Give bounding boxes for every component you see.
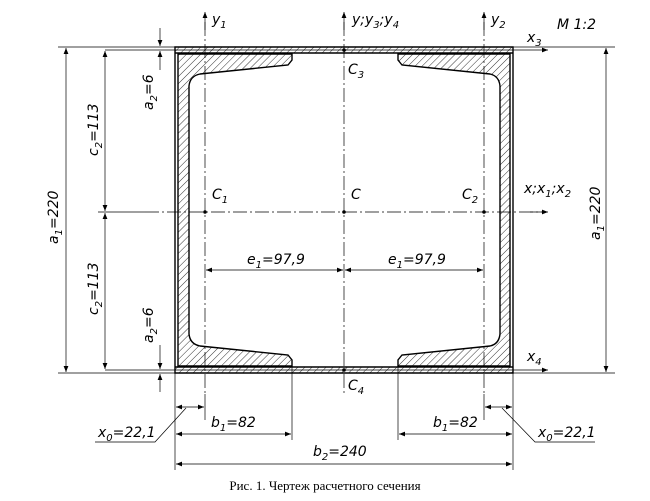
channel-left: [177, 53, 293, 367]
label-y-center: y;y3;y4: [351, 12, 399, 31]
dim-b1-left-label: b1=82: [211, 415, 256, 434]
leader-x0-right: [501, 407, 595, 443]
label-c: C: [351, 187, 361, 203]
label-y1: y1: [211, 12, 227, 31]
channel-right: [397, 53, 511, 367]
label-y2: y2: [490, 12, 506, 31]
dim-a1-left-label: a1=220: [46, 190, 65, 244]
dim-a2-bottom-label: a2=6: [141, 307, 160, 343]
label-x3: x3: [526, 30, 542, 49]
dim-a1-right-label: a1=220: [588, 186, 607, 240]
point-c2: [482, 210, 486, 214]
leader-x0-left: [95, 407, 187, 443]
label-c3: C3: [348, 62, 364, 81]
label-c1: C1: [212, 187, 228, 206]
label-x4: x4: [526, 349, 542, 368]
point-c4: [342, 368, 346, 372]
point-c1: [203, 210, 207, 214]
dim-a2-top-label: a2=6: [141, 74, 160, 110]
label-x-center: x;x1;x2: [523, 181, 571, 200]
point-c3: [342, 48, 346, 52]
dim-e1-right-label: e1=97,9: [388, 252, 446, 271]
dim-b1-right-label: b1=82: [433, 415, 478, 434]
figure-caption: Рис. 1. Чертеж расчетного сечения: [229, 478, 420, 493]
label-c4: C4: [348, 378, 364, 397]
dim-c2-top-label: c2=113: [86, 103, 105, 156]
scale-label: М 1:2: [557, 17, 596, 33]
dim-x0-left-label: x0=22,1: [97, 425, 156, 444]
label-c2: C2: [462, 187, 478, 206]
point-c: [342, 210, 346, 214]
dim-e1-left-label: e1=97,9: [247, 252, 305, 271]
dim-x0-right-label: x0=22,1: [537, 425, 596, 444]
dim-c2-bottom-label: c2=113: [86, 262, 105, 315]
dim-b2-label: b2=240: [313, 444, 367, 463]
